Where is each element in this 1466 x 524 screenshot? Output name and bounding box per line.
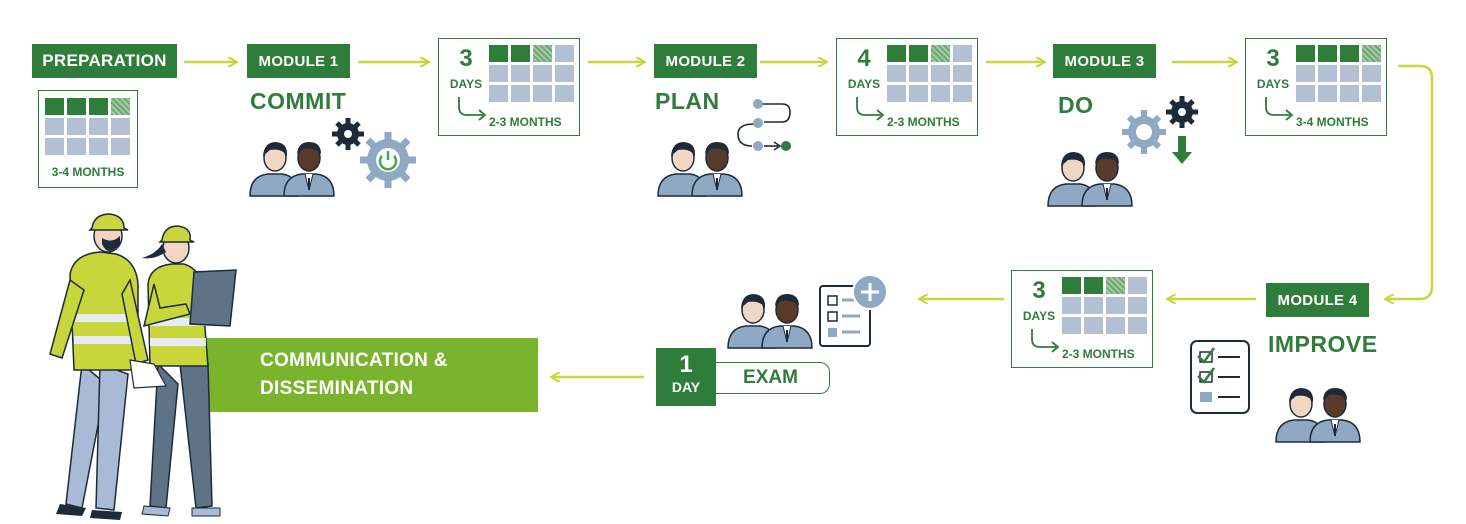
module3-days: 3 xyxy=(1266,45,1280,72)
module3-days-unit: DAYS xyxy=(1256,77,1290,91)
module1-label: MODULE 1 xyxy=(247,44,350,78)
two-people-icon xyxy=(249,141,335,197)
module2-months: 2-3 MONTHS xyxy=(887,115,960,129)
module1-duration-card: 3 DAYS 2-3 MONTHS xyxy=(438,38,580,136)
communication-box: COMMUNICATION & DISSEMINATION xyxy=(206,338,538,412)
two-people-icon xyxy=(657,141,743,197)
gears-icon xyxy=(332,118,416,188)
module4-duration-card: 3 DAYS 2-3 MONTHS xyxy=(1011,270,1153,368)
preparation-label: PREPARATION xyxy=(32,44,177,78)
exam-days-unit: DAY xyxy=(671,379,701,395)
module1-months: 2-3 MONTHS xyxy=(489,115,562,129)
exam-days: 1 xyxy=(679,351,693,378)
two-people-icon xyxy=(1275,387,1361,443)
calendar-grid-icon xyxy=(887,45,972,102)
module1-days: 3 xyxy=(459,45,473,72)
module4-label: MODULE 4 xyxy=(1266,283,1369,317)
two-people-icon xyxy=(727,293,813,349)
module4-days-unit: DAYS xyxy=(1022,309,1056,323)
flow-steps-icon xyxy=(737,99,791,151)
module2-label: MODULE 2 xyxy=(654,44,757,78)
module2-days-unit: DAYS xyxy=(847,77,881,91)
return-arrow-icon xyxy=(458,97,487,121)
communication-line1: COMMUNICATION & xyxy=(260,350,448,371)
return-arrow-icon xyxy=(856,97,885,121)
module4-title: IMPROVE xyxy=(1268,331,1378,357)
calendar-grid-icon xyxy=(1062,277,1147,334)
calendar-grid-icon xyxy=(489,45,574,102)
communication-line2: DISSEMINATION xyxy=(260,378,414,399)
gears-down-icon xyxy=(1122,96,1198,164)
preparation-duration: 3-4 MONTHS xyxy=(51,165,125,179)
two-people-icon xyxy=(1047,151,1133,207)
module1-days-unit: DAYS xyxy=(449,77,483,91)
return-arrow-icon xyxy=(1031,329,1060,353)
exam-label: EXAM xyxy=(712,362,830,394)
construction-workers-illustration xyxy=(49,213,237,520)
module4-months: 2-3 MONTHS xyxy=(1062,347,1135,361)
module3-months: 3-4 MONTHS xyxy=(1296,115,1369,129)
exam-day-box: 1 DAY xyxy=(656,348,716,406)
module2-duration-card: 4 DAYS 2-3 MONTHS xyxy=(836,38,978,136)
module2-days: 4 xyxy=(857,45,871,72)
module2-title: PLAN xyxy=(655,88,720,114)
checklist-icon xyxy=(1190,340,1250,414)
return-arrow-icon xyxy=(1265,97,1294,121)
module1-title: COMMIT xyxy=(250,88,347,114)
exam-list-icon xyxy=(819,274,888,347)
preparation-card: 3-4 MONTHS xyxy=(38,90,138,188)
module3-title: DO xyxy=(1058,92,1094,118)
module3-duration-card: 3 DAYS 3-4 MONTHS xyxy=(1245,38,1387,136)
module3-label: MODULE 3 xyxy=(1053,44,1156,78)
module4-days: 3 xyxy=(1032,277,1046,304)
calendar-grid-icon xyxy=(45,98,130,155)
calendar-grid-icon xyxy=(1296,45,1381,102)
